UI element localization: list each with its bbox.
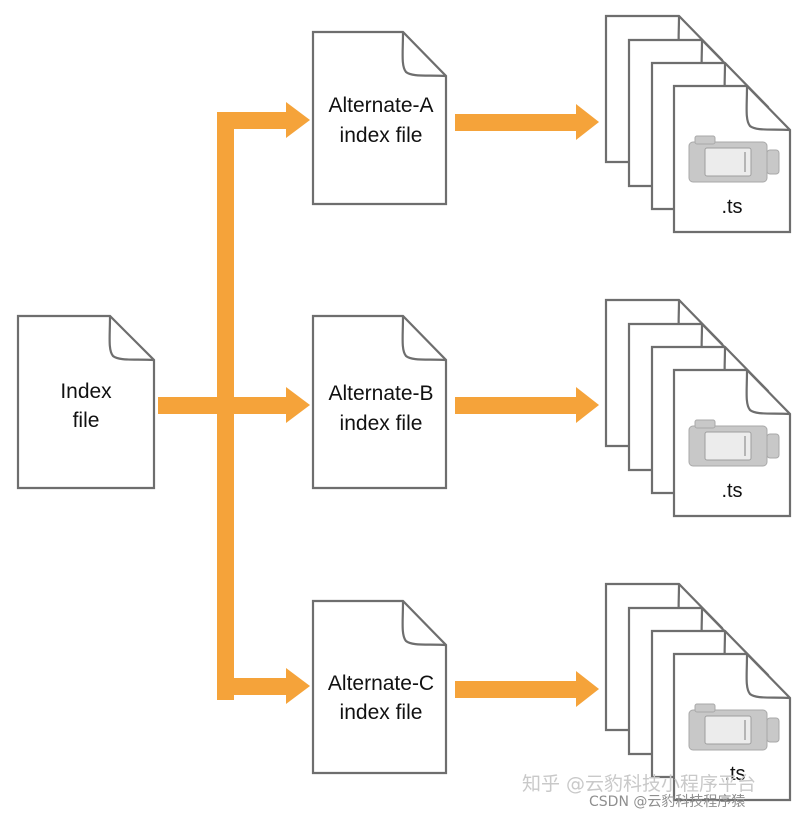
connector-arrows [158, 102, 599, 707]
branch-b-arrowhead [286, 387, 310, 423]
segment-a-ts-label: .ts [721, 196, 742, 218]
alternate-b-label-line2: index file [340, 412, 423, 435]
index-file-label-line1: Index [60, 380, 112, 403]
segments-a-line [455, 114, 577, 131]
segments-c-arrowhead [576, 671, 599, 707]
alternate-b-label-line1: Alternate-B [328, 382, 433, 405]
segment-stack-b: .ts [604, 298, 792, 518]
index-file-document: Index file [16, 314, 156, 490]
watermark-zhihu: 知乎 @云豹科技小程序平台 [522, 773, 756, 795]
segment-c-ts-label: .ts [724, 763, 745, 785]
branch-b-line [234, 397, 287, 414]
branch-c-arrowhead [286, 668, 310, 704]
segments-a-arrowhead [576, 104, 599, 140]
alternate-c-label-line1: Alternate-C [328, 672, 434, 695]
root-connector [158, 397, 234, 414]
branch-a-arrowhead [286, 102, 310, 138]
ts-segment-b-front: .ts [672, 368, 792, 518]
segment-stack-c: .ts [604, 582, 792, 802]
video-camera-icon [688, 419, 780, 467]
alternate-a-label-line1: Alternate-A [328, 94, 433, 117]
alternate-c-document: Alternate-C index file [311, 599, 448, 775]
document-icon [311, 30, 448, 206]
ts-segment-a-front: .ts [672, 84, 792, 234]
segments-c-line [455, 681, 577, 698]
alternate-b-document: Alternate-B index file [311, 314, 448, 490]
alternate-a-document: Alternate-A index file [311, 30, 448, 206]
video-camera-icon [688, 135, 780, 183]
video-camera-icon [688, 703, 780, 751]
ts-segment-c-front: .ts [672, 652, 792, 802]
branch-c-line [217, 678, 287, 695]
watermark-csdn: CSDN @云豹科技程序猿 [589, 794, 745, 810]
index-file-label-line2: file [73, 409, 100, 432]
alternate-c-label-line2: index file [340, 701, 423, 724]
segments-b-line [455, 397, 577, 414]
segment-b-ts-label: .ts [721, 480, 742, 502]
segments-b-arrowhead [576, 387, 599, 423]
segment-stack-a: .ts [604, 14, 792, 234]
branch-a-line [217, 112, 287, 129]
alternate-a-label-line2: index file [340, 124, 423, 147]
